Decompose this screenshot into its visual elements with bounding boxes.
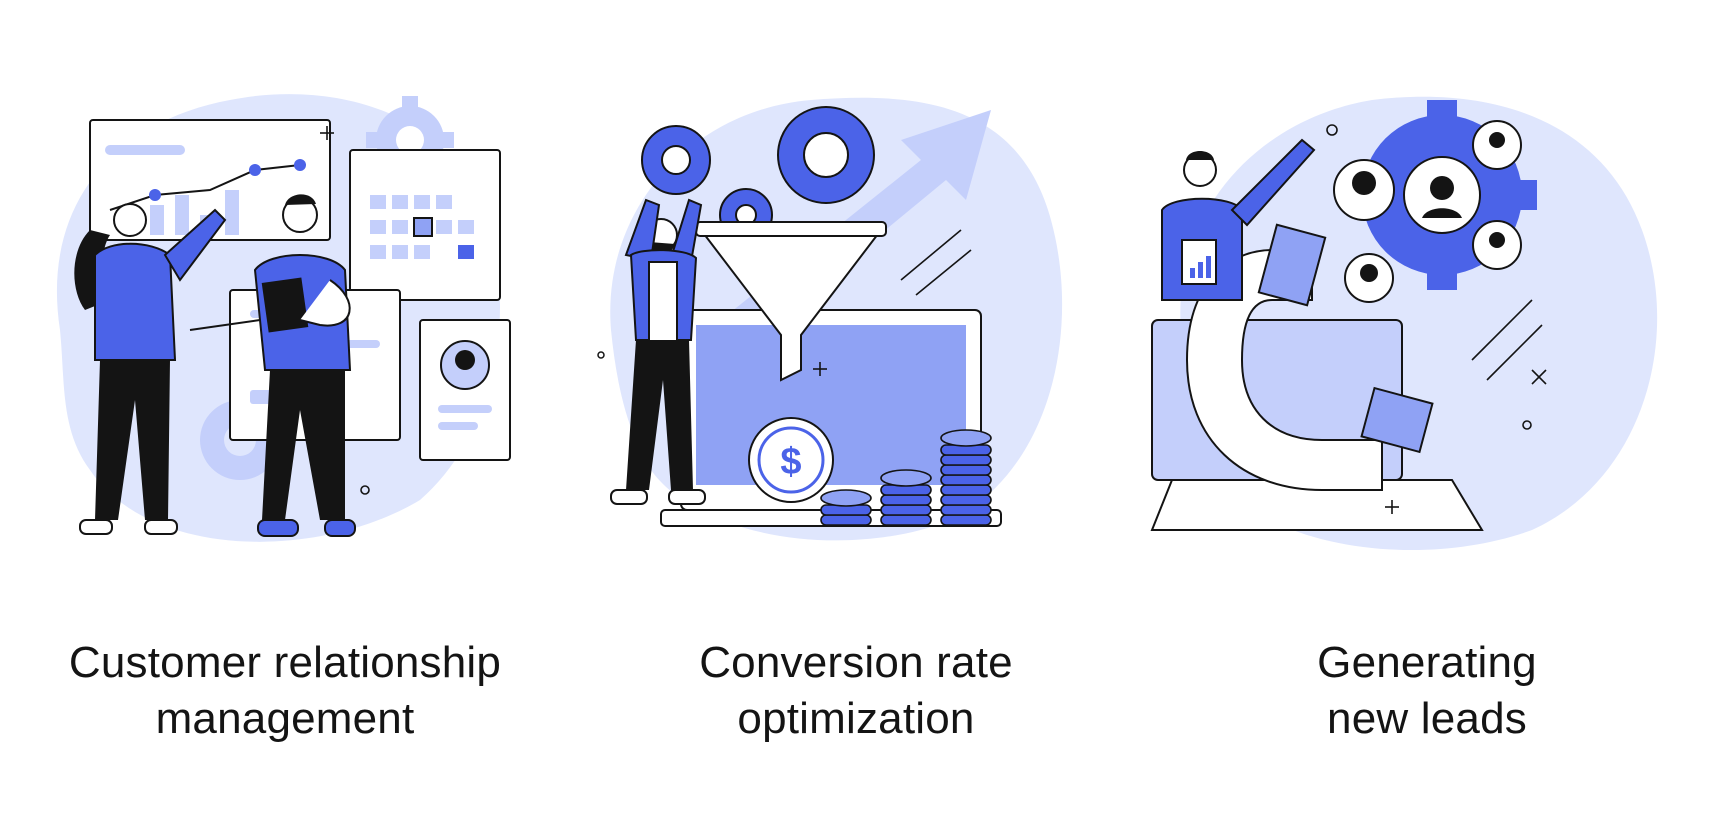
panel-conversion: $ <box>571 0 1141 825</box>
caption-line: Generating <box>1317 638 1537 687</box>
caption-leads: Generating new leads <box>1142 635 1712 747</box>
crm-team-dashboard-icon <box>56 94 511 542</box>
caption-line: Customer relationship <box>68 638 502 687</box>
panel-crm: Customer relationship management <box>0 0 570 825</box>
caption-line: management <box>155 694 415 743</box>
caption-line: optimization <box>737 694 975 743</box>
panel-leads: Generating new leads <box>1142 0 1712 825</box>
caption-conversion: Conversion rate optimization <box>571 635 1141 747</box>
magnet-leads-icon <box>1150 96 1658 550</box>
caption-line: new leads <box>1327 694 1527 743</box>
caption-line: Conversion rate <box>699 638 1013 687</box>
currency-symbol: $ <box>780 441 801 483</box>
sales-funnel-coins-icon: $ <box>597 97 1063 541</box>
caption-crm: Customer relationship management <box>0 635 570 747</box>
